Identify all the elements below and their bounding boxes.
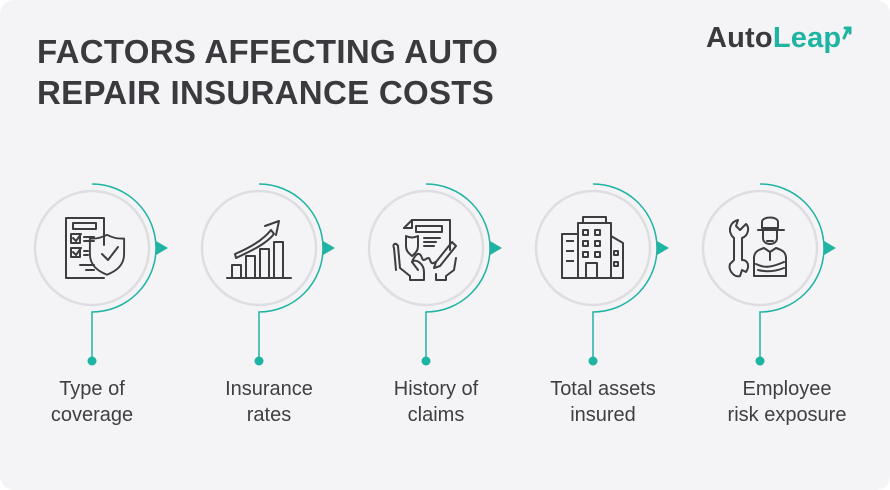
factor-5-node	[701, 182, 838, 367]
factor-1-node	[33, 182, 170, 367]
factor-4-node	[534, 182, 671, 367]
title-line-2: REPAIR INSURANCE COSTS	[37, 74, 495, 111]
logo-auto: Auto	[706, 22, 773, 54]
factor-5-label: Employee risk exposure	[727, 378, 847, 426]
logo-arrow-icon	[842, 26, 852, 40]
title-line-1: FACTORS AFFECTING AUTO	[37, 33, 499, 70]
factor-1-label: Type of coverage	[50, 378, 134, 426]
factor-4-label: Total assets insured	[550, 378, 656, 426]
factor-3-node	[367, 182, 504, 367]
logo-leap: Leap	[772, 22, 842, 54]
factor-2-node	[200, 182, 337, 367]
signed-document-hands-icon	[392, 219, 457, 281]
page-title: FACTORS AFFECTING AUTO REPAIR INSURANCE …	[37, 31, 637, 113]
autoleap-logo: AutoLeap	[706, 22, 852, 55]
mechanic-wrench-icon	[728, 216, 787, 278]
checklist-shield-icon	[65, 217, 126, 279]
rising-bar-chart-icon	[226, 220, 292, 279]
factor-3-label: History of claims	[393, 378, 479, 426]
office-building-icon	[561, 216, 624, 279]
factor-2-label: Insurance rates	[225, 378, 313, 426]
